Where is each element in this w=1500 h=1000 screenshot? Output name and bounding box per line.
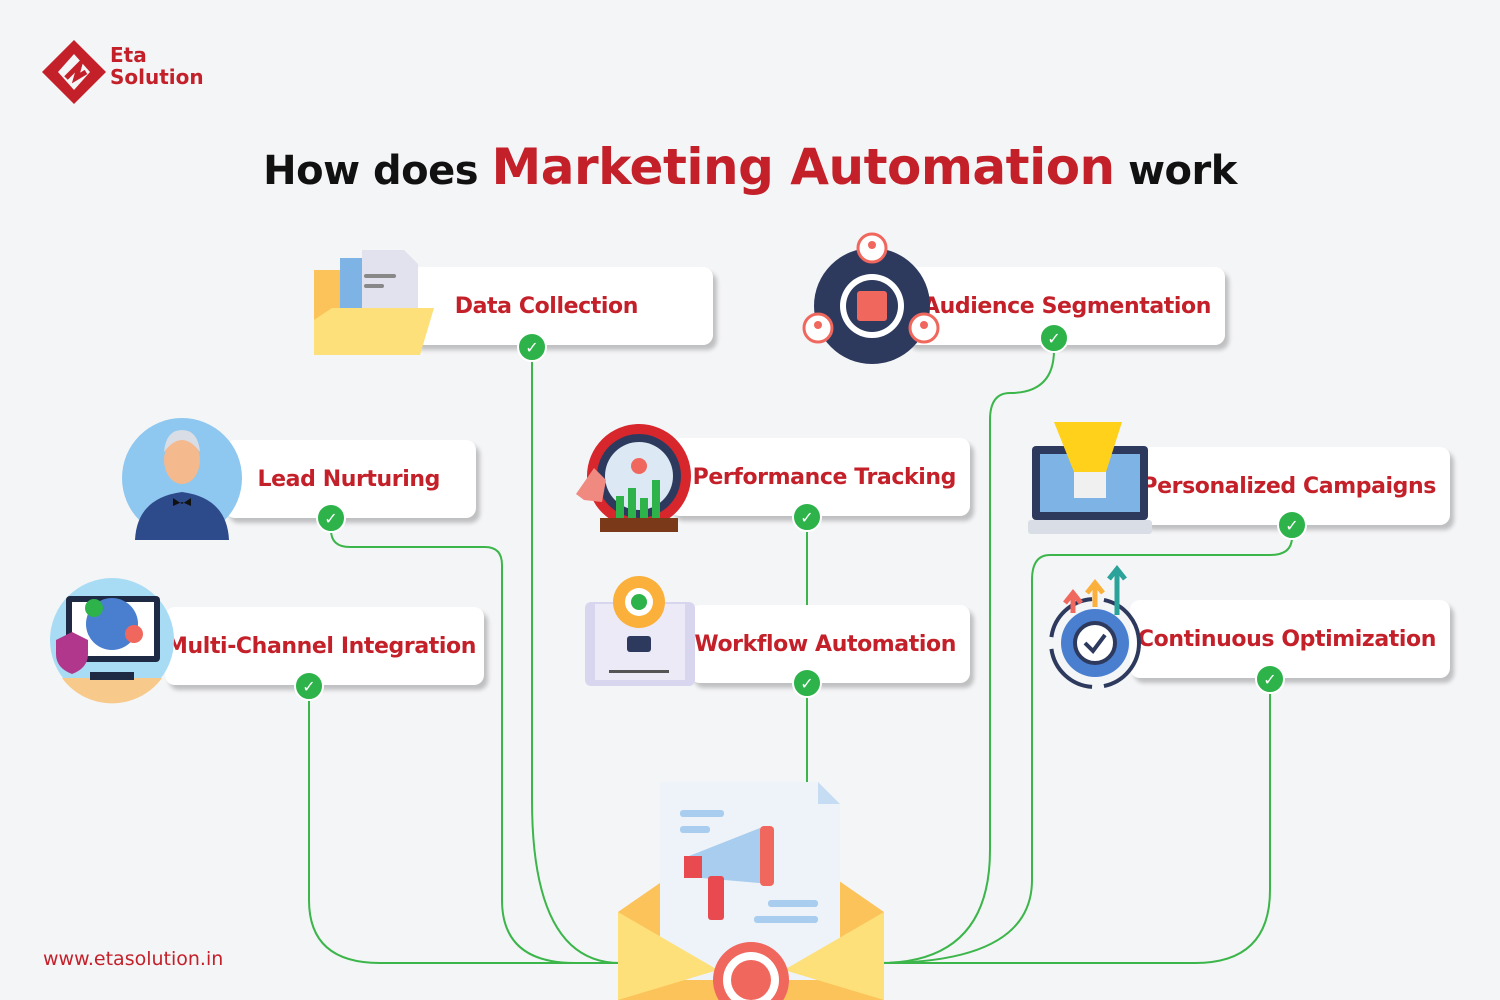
step-data-collection: Data Collection [410, 267, 713, 345]
step-performance-tracking: Performance Tracking [670, 438, 970, 516]
check-icon: ✓ [1255, 664, 1285, 694]
step-multi-channel-integration: Multi-Channel Integration [165, 607, 484, 685]
step-audience-segmentation: Audience Segmentation [905, 267, 1225, 345]
website-link[interactable]: www.etasolution.in [43, 948, 224, 970]
folder-icon [314, 250, 434, 355]
title-prefix: How does [263, 148, 492, 194]
step-continuous-optimization: Continuous Optimization [1130, 600, 1450, 678]
audience-icon [802, 232, 940, 364]
check-icon: ✓ [294, 671, 324, 701]
brand-line1: Eta [110, 43, 147, 67]
check-icon: ✓ [792, 502, 822, 532]
gauge-icon [576, 424, 691, 532]
check-icon: ✓ [1277, 510, 1307, 540]
check-icon: ✓ [792, 668, 822, 698]
email-campaign-icon [618, 782, 884, 1000]
step-label: Lead Nurturing [257, 466, 441, 492]
check-icon: ✓ [517, 332, 547, 362]
person-icon [122, 418, 242, 540]
step-label: Performance Tracking [692, 464, 957, 490]
check-icon: ✓ [1039, 323, 1069, 353]
monitor-icon [1028, 422, 1152, 534]
title-highlight: Marketing Automation [491, 138, 1115, 196]
step-label: Multi-Channel Integration [166, 633, 476, 659]
eta-logo-icon [42, 40, 106, 104]
step-label: Personalized Campaigns [1141, 473, 1436, 499]
step-label: Continuous Optimization [1137, 626, 1436, 652]
page-title: How does Marketing Automation work [0, 138, 1500, 196]
step-lead-nurturing: Lead Nurturing [225, 440, 476, 518]
title-suffix: work [1114, 148, 1237, 194]
step-label: Workflow Automation [694, 631, 956, 657]
step-workflow-automation: Workflow Automation [690, 605, 970, 683]
gear-growth-icon [1049, 564, 1141, 689]
step-label: Data Collection [454, 293, 639, 319]
step-label: Audience Segmentation [923, 293, 1211, 319]
globe-monitor-icon [50, 578, 174, 704]
brand-name: Eta Solution [110, 44, 204, 88]
workflow-icon [585, 576, 695, 686]
brand-line2: Solution [110, 65, 204, 89]
check-icon: ✓ [316, 503, 346, 533]
